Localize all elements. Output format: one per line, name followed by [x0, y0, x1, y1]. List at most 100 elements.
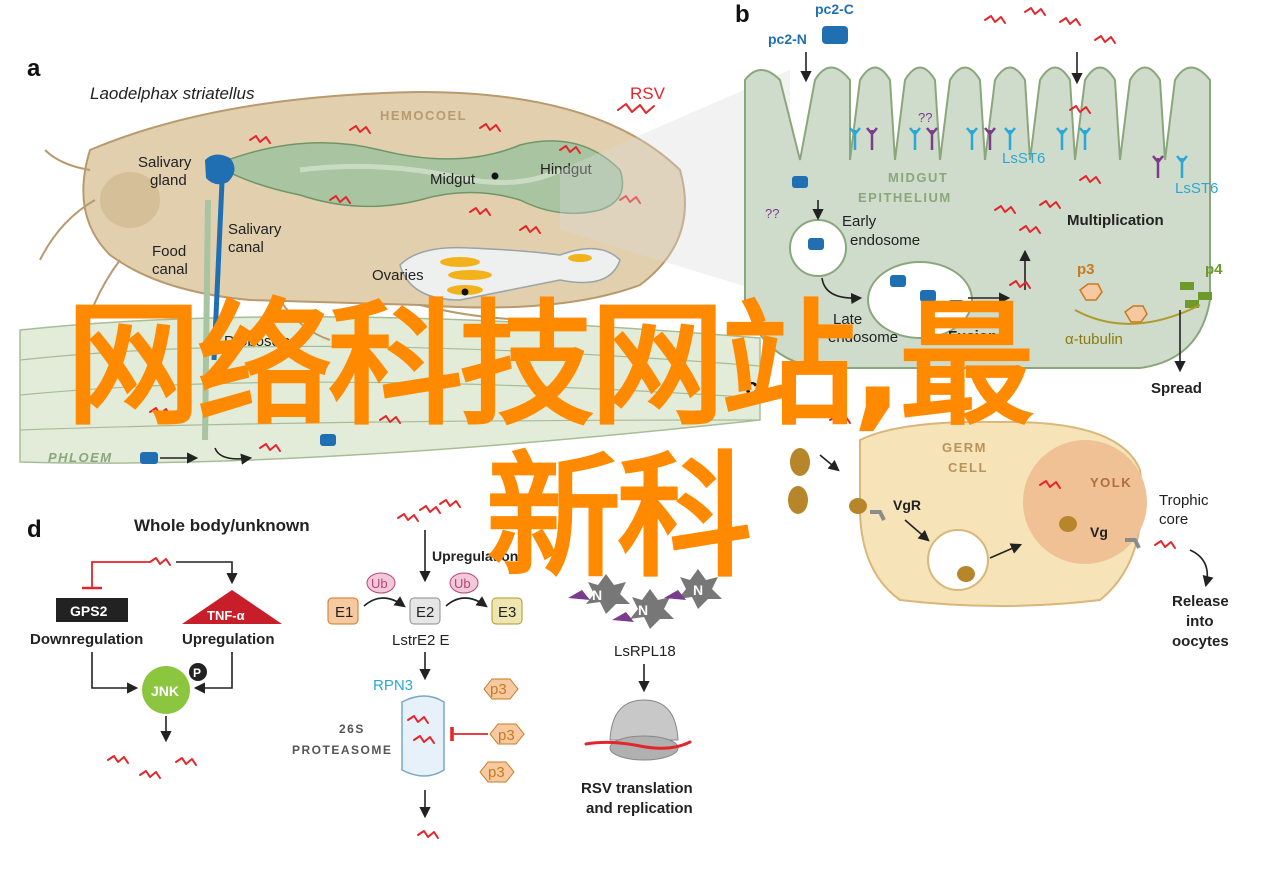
p3-label-d-2: p3 [498, 727, 515, 744]
early-endosome-label-1: Early [842, 213, 877, 230]
rna-mark [417, 830, 439, 839]
panel-d: d Whole body/unknown GPS2 Downregulation… [27, 499, 722, 839]
gps2-label: GPS2 [70, 603, 108, 619]
rna-mark [1059, 17, 1081, 26]
vgr-label: VgR [893, 497, 921, 513]
late-endosome-label-1: Late [833, 311, 862, 328]
whole-body-label: Whole body/unknown [134, 516, 310, 535]
phospho-label: P [193, 666, 201, 680]
rna-mark [829, 415, 851, 424]
p4-protein [1180, 282, 1194, 290]
species-name: Laodelphax striatellus [90, 84, 255, 103]
early-endosome-label-2: endosome [850, 232, 920, 249]
rna-mark [984, 15, 1006, 24]
rsv-rna-icon [617, 103, 655, 114]
release-label-1: Release [1172, 593, 1229, 610]
vgr-receptor [870, 510, 886, 521]
food-canal-label-1: Food [152, 243, 186, 260]
e3-box [491, 597, 523, 625]
salivary-gland-label-2: gland [150, 172, 187, 189]
n-label-3: N [693, 582, 703, 598]
rna-mark [419, 505, 441, 514]
vesicle [927, 529, 989, 591]
phloem-label: PHLOEM [48, 450, 113, 465]
proboscis-label: Proboscis [224, 333, 290, 350]
upregulation-mid-label: Upregulation [432, 548, 518, 564]
panel-b-label: b [735, 1, 750, 28]
rsv-label: RSV [630, 84, 666, 103]
late-endosome-label-2: endosome [828, 329, 898, 346]
n-label-2: N [638, 602, 648, 618]
phospho-badge [189, 663, 207, 681]
gps2-box [56, 598, 128, 622]
p4-label-b: p4 [1205, 261, 1223, 278]
rsv-translation-label-2: and replication [586, 800, 693, 817]
p3-label-b: p3 [1077, 261, 1095, 278]
lsst6-label-1: LsST6 [1002, 150, 1045, 167]
upregulation-left-label: Upregulation [182, 631, 275, 648]
e2-box [409, 597, 441, 625]
vg-protein [790, 448, 810, 476]
rna-mark [439, 499, 461, 508]
midgut-shape [213, 140, 624, 215]
phloem: PHLOEM [19, 316, 761, 465]
p3-hexagons: p3 p3 p3 [479, 678, 525, 783]
trophic-core-label-1: Trophic [1159, 492, 1209, 509]
e2-label: E2 [416, 604, 434, 621]
p3-protein [1124, 305, 1148, 323]
tubulin-label: α-tubulin [1065, 331, 1123, 348]
ub-label-1: Ub [371, 576, 388, 591]
proteasome-shape [401, 695, 445, 777]
receptor-row [849, 127, 1188, 178]
rpn3-label: RPN3 [373, 677, 413, 694]
vg-label: Vg [1090, 524, 1108, 540]
e3-label: E3 [498, 604, 516, 621]
lsst6-label-2: LsST6 [1175, 180, 1218, 197]
rna-mark [175, 757, 197, 766]
multiplication-label: Multiplication [1067, 212, 1164, 229]
rna-mark [1094, 35, 1116, 44]
rna-mark [1024, 7, 1046, 16]
yolk [1023, 440, 1147, 564]
trophic-core-label-2: core [1159, 511, 1188, 528]
tnf-triangle [182, 590, 282, 624]
tubulin-filament [1074, 304, 1201, 325]
jnk-circle [142, 666, 190, 714]
salivary-gland-label-1: Salivary [138, 154, 192, 171]
virus-particle [320, 434, 336, 446]
rna-mark [397, 513, 419, 522]
pc2-protein [822, 26, 848, 44]
release-label-2: into [1186, 613, 1214, 630]
lsrpl18-label: LsRPL18 [614, 643, 676, 660]
salivary-canal-label-2: canal [228, 239, 264, 256]
n-proteins: N N N [568, 569, 722, 629]
rsv-translation-label-1: RSV translation [581, 780, 693, 797]
ub-label-2: Ub [454, 576, 471, 591]
yolk-label: YOLK [1090, 475, 1132, 490]
lstre2-label: LstrE2 E [392, 632, 450, 649]
ub-tag-2 [449, 572, 479, 594]
food-canal-label-2: canal [152, 261, 188, 278]
unknown-receptor-label-2: ?? [765, 206, 779, 221]
unknown-receptor-label-1: ?? [918, 110, 932, 125]
rna-mark [149, 557, 171, 566]
spread-label: Spread [1151, 380, 1202, 397]
midgut-label: Midgut [430, 171, 476, 188]
p3-label-d-1: p3 [490, 681, 507, 698]
fusion-label: Fusion [948, 328, 997, 345]
panel-c: c GERM CELL YOLK Vg VgR Trophic core Rel… [745, 374, 1229, 650]
hemocoel-label: HEMOCOEL [380, 108, 467, 123]
jnk-label: JNK [151, 683, 179, 699]
insect-body: HEMOCOEL Midgut Hindgut Ovaries Salivary… [39, 90, 686, 452]
germ-cell-label-2: CELL [948, 460, 988, 475]
proteasome-label-1: 26S [339, 722, 365, 736]
germ-cell-label-1: GERM [942, 440, 987, 455]
midgut-epithelium-label-2: EPITHELIUM [858, 190, 952, 205]
downregulation-label: Downregulation [30, 631, 143, 648]
ribosome [609, 699, 679, 741]
salivary-canal-label-1: Salivary [228, 221, 282, 238]
salivary-gland-shape [205, 154, 235, 185]
proteasome-label-2: PROTEASOME [292, 743, 392, 757]
